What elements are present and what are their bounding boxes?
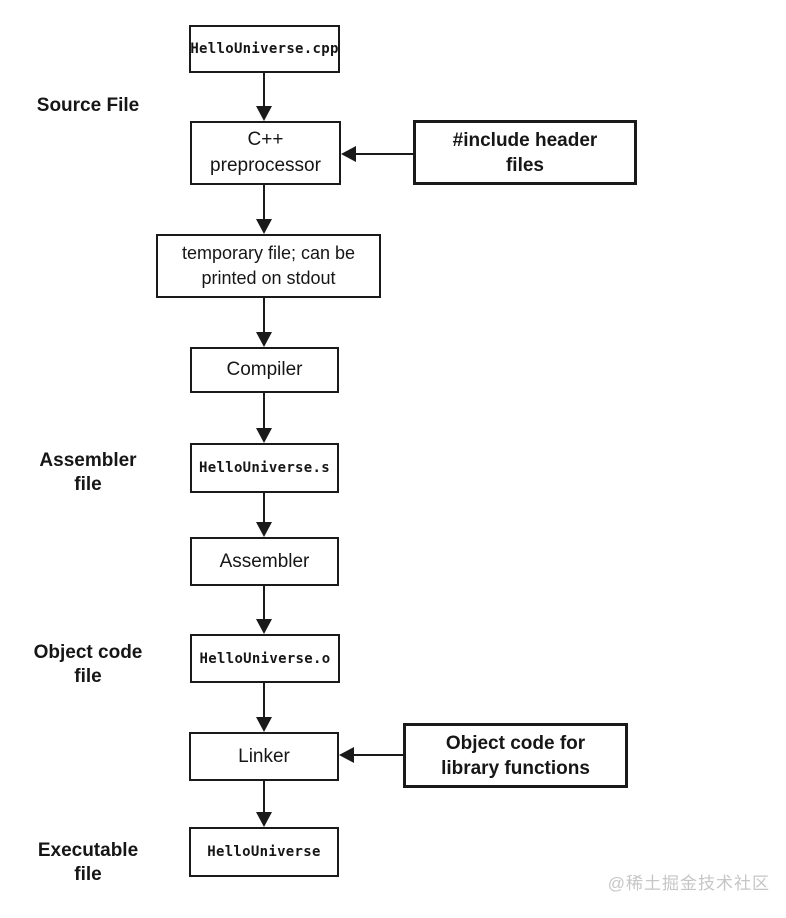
arrow-objfile-to-linker bbox=[256, 683, 272, 732]
annotation-include-headers: #include header files bbox=[413, 120, 637, 185]
label-source-file: Source File bbox=[36, 95, 140, 116]
arrow-preprocessor-to-tempfile bbox=[256, 185, 272, 234]
arrow-asmfile-to-assembler bbox=[256, 493, 272, 537]
arrow-libobj-to-linker bbox=[339, 747, 403, 763]
node-assembler: Assembler bbox=[190, 537, 339, 586]
arrow-cpp-to-preprocessor bbox=[256, 73, 272, 121]
label-assembler-file: Assembler file bbox=[39, 450, 137, 495]
node-hellouniverse-exe: HelloUniverse bbox=[189, 827, 339, 877]
arrow-compiler-to-asmfile bbox=[256, 393, 272, 443]
arrow-linker-to-executable bbox=[256, 781, 272, 827]
arrow-tempfile-to-compiler bbox=[256, 298, 272, 347]
arrow-assembler-to-objfile bbox=[256, 586, 272, 634]
watermark-text: @稀土掘金技术社区 bbox=[607, 874, 770, 893]
node-compiler: Compiler bbox=[190, 347, 339, 393]
node-hellouniverse-cpp: HelloUniverse.cpp bbox=[189, 25, 340, 73]
node-hellouniverse-s: HelloUniverse.s bbox=[190, 443, 339, 493]
annotation-object-code-library: Object code for library functions bbox=[403, 723, 628, 788]
label-executable-file: Executable file bbox=[37, 840, 139, 885]
arrow-include-to-preprocessor bbox=[341, 146, 413, 162]
label-object-code-file: Object code file bbox=[33, 642, 143, 687]
node-linker: Linker bbox=[189, 732, 339, 781]
node-hellouniverse-o: HelloUniverse.o bbox=[190, 634, 340, 683]
node-cpp-preprocessor: C++ preprocessor bbox=[190, 121, 341, 185]
node-temporary-file: temporary file; can be printed on stdout bbox=[156, 234, 381, 298]
